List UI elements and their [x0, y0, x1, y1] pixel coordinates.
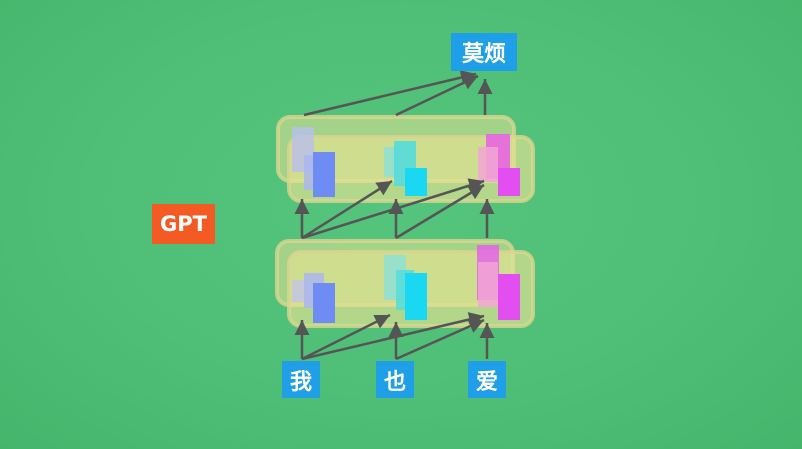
output-token: 莫烦	[451, 33, 517, 71]
input-arrows	[294, 312, 495, 361]
model-label: GPT	[152, 204, 215, 244]
arrow-mid1-to-pos2	[395, 183, 485, 240]
lower-bar-cyan-front	[405, 273, 427, 320]
upper-bar-magenta-front	[498, 168, 520, 196]
arrow-top1-to-output	[395, 74, 479, 117]
lower-bar-magenta-mid	[478, 262, 498, 307]
arrow-in1-to-pos2	[395, 318, 485, 361]
arrow-in0-to-pos1	[301, 313, 391, 361]
lower-bar-blue-front	[313, 283, 335, 323]
upper-bar-magenta-mid	[478, 147, 498, 182]
lower-bar-magenta-front	[498, 274, 520, 320]
upper-transformer-block	[276, 115, 535, 203]
input-token-2: 爱	[468, 361, 506, 398]
arrow-in0-to-pos2	[301, 312, 485, 361]
arrow-top0-to-output	[303, 70, 477, 117]
upper-bar-cyan-front	[405, 168, 427, 196]
arrow-mid0-to-pos1	[301, 179, 393, 240]
middle-arrows	[294, 178, 495, 240]
input-token-0: 我	[282, 361, 320, 398]
output-arrows	[303, 70, 493, 117]
input-token-1: 也	[376, 361, 414, 398]
lower-transformer-block	[275, 239, 535, 328]
upper-bar-blue-front	[313, 152, 335, 197]
